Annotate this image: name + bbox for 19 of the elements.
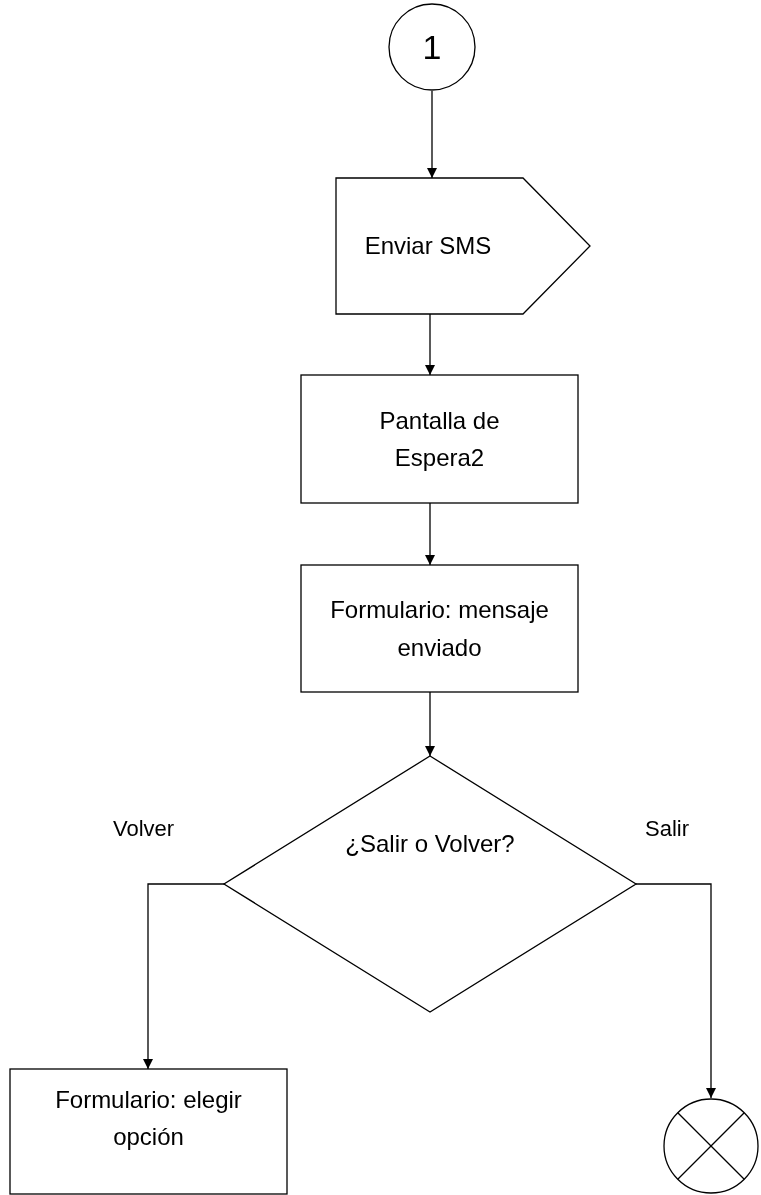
process-box — [10, 1069, 287, 1194]
decision-diamond — [224, 756, 636, 1012]
process-box — [301, 565, 578, 692]
node-label: ¿Salir o Volver? — [345, 829, 515, 860]
arrow — [425, 313, 435, 376]
arrow — [143, 883, 225, 1070]
arrow — [635, 883, 716, 1099]
node-label: Pantalla de Espera2 — [378, 405, 501, 473]
node-label: Enviar SMS — [364, 231, 492, 262]
node-label: 1 — [422, 26, 442, 68]
terminator-circle — [663, 1098, 759, 1194]
arrow — [425, 502, 435, 566]
arrow — [427, 90, 437, 179]
node-label: Formulario: elegir opción — [54, 1085, 243, 1153]
arrow — [425, 691, 435, 757]
process-box — [301, 375, 578, 503]
connector-circle — [388, 3, 476, 91]
node-label: Formulario: mensaje enviado — [329, 595, 550, 663]
output-shape — [336, 178, 590, 314]
